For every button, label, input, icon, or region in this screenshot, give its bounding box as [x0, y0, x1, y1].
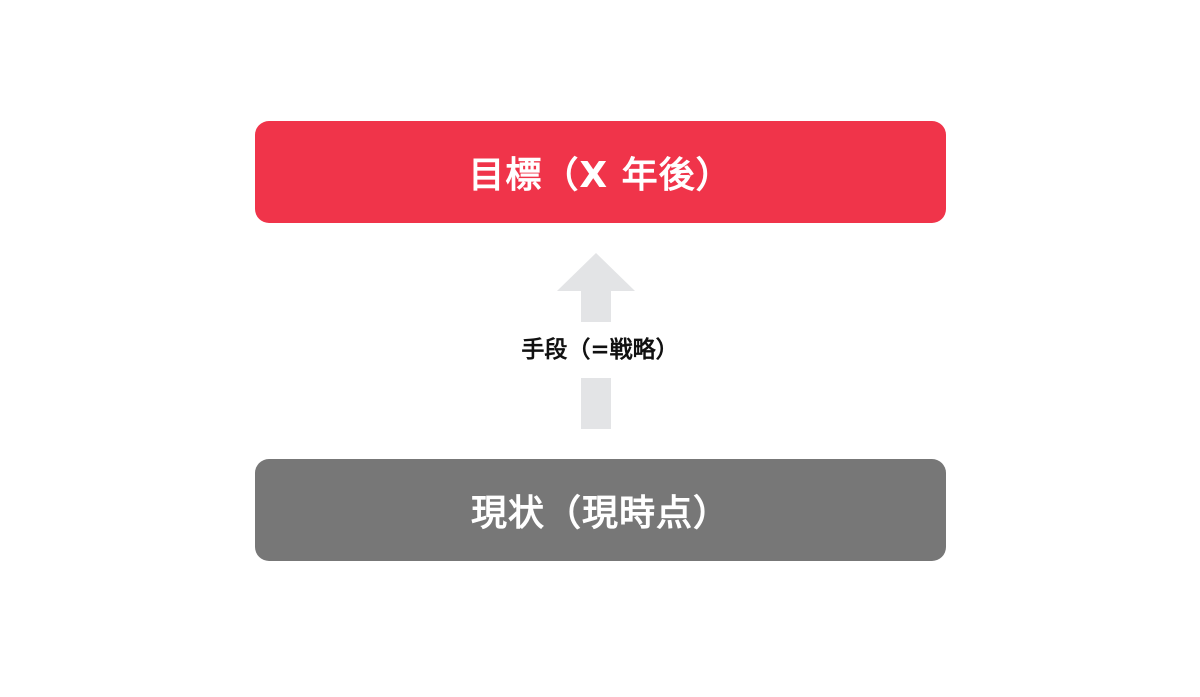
goal-box: 目標（X 年後）	[255, 121, 946, 223]
means-label: 手段（=戦略）	[521, 337, 679, 363]
arrow-shaft-lower	[581, 378, 611, 429]
current-label: 現状（現時点）	[470, 493, 730, 534]
arrow-shaft-upper	[581, 290, 611, 322]
arrow-up-icon	[557, 253, 635, 291]
arrow-head-shape	[557, 253, 635, 291]
goal-label: 目標（X 年後）	[468, 155, 733, 196]
current-box: 現状（現時点）	[255, 459, 946, 561]
